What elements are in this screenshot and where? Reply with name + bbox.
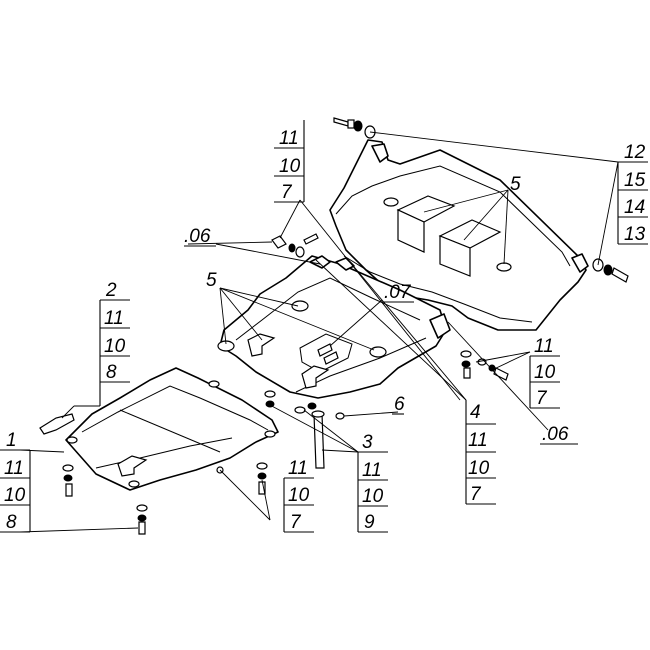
- callout-3-line-4: 9: [364, 512, 375, 533]
- callout-lower-line-2: 10: [288, 485, 310, 506]
- callout-lower-line-1: 11: [288, 458, 308, 479]
- callout-top-11-10-7: 11 10 7: [274, 120, 305, 203]
- label-6: 6: [394, 394, 405, 415]
- callout-1: 1 11 10 8: [0, 430, 31, 533]
- callout-12: 12 15 14 13: [617, 142, 648, 245]
- callout-lower-line-3: 7: [290, 512, 302, 533]
- label-07: .07: [384, 282, 412, 303]
- callout-4-line-3: 10: [468, 458, 490, 479]
- callout-1-line-4: 8: [6, 512, 17, 533]
- front-shield: [39, 367, 279, 491]
- callout-lower-11-10-7: 11 10 7: [283, 458, 314, 533]
- callout-top-line-1: 11: [279, 128, 299, 149]
- callout-right-line-3: 7: [536, 388, 548, 409]
- callout-4-line-4: 7: [470, 484, 482, 505]
- single-labels: .06 .07 .06 5 5 6: [184, 174, 578, 445]
- callout-top-line-2: 10: [279, 156, 301, 177]
- callout-4-line-1: 4: [470, 402, 481, 423]
- callout-12-line-1: 12: [624, 142, 646, 163]
- label-06-right: .06: [542, 424, 569, 445]
- leader-lines: [19, 131, 619, 533]
- callout-1-line-2: 11: [4, 458, 24, 479]
- callout-3-line-3: 10: [362, 486, 384, 507]
- callout-2-line-1: 2: [105, 280, 117, 301]
- callout-4-line-2: 11: [468, 430, 488, 451]
- callout-1-line-1: 1: [6, 430, 17, 451]
- callout-12-line-3: 14: [624, 197, 645, 218]
- callout-2-line-2: 11: [104, 308, 124, 329]
- callout-3-line-1: 3: [362, 432, 373, 453]
- callout-3: 3 11 10 9: [357, 432, 388, 533]
- callout-4: 4 11 10 7: [465, 400, 496, 505]
- label-5-left: 5: [206, 270, 217, 291]
- callout-2: 2 11 10 8: [74, 280, 130, 407]
- callout-right-line-2: 10: [534, 362, 556, 383]
- upper-shield: [329, 139, 589, 331]
- callout-top-line-3: 7: [281, 182, 293, 203]
- callout-12-line-4: 13: [624, 224, 646, 245]
- callout-right-11-10-7: 11 10 7: [529, 336, 560, 409]
- callout-12-line-2: 15: [624, 170, 646, 191]
- callout-3-line-2: 11: [362, 460, 382, 481]
- callout-1-line-3: 10: [4, 485, 26, 506]
- label-5-top: 5: [510, 174, 521, 195]
- callout-2-line-4: 8: [106, 362, 117, 383]
- callout-right-line-1: 11: [534, 336, 554, 357]
- middle-shield: [217, 255, 451, 399]
- label-06-left: .06: [184, 226, 211, 247]
- callout-2-line-3: 10: [104, 336, 126, 357]
